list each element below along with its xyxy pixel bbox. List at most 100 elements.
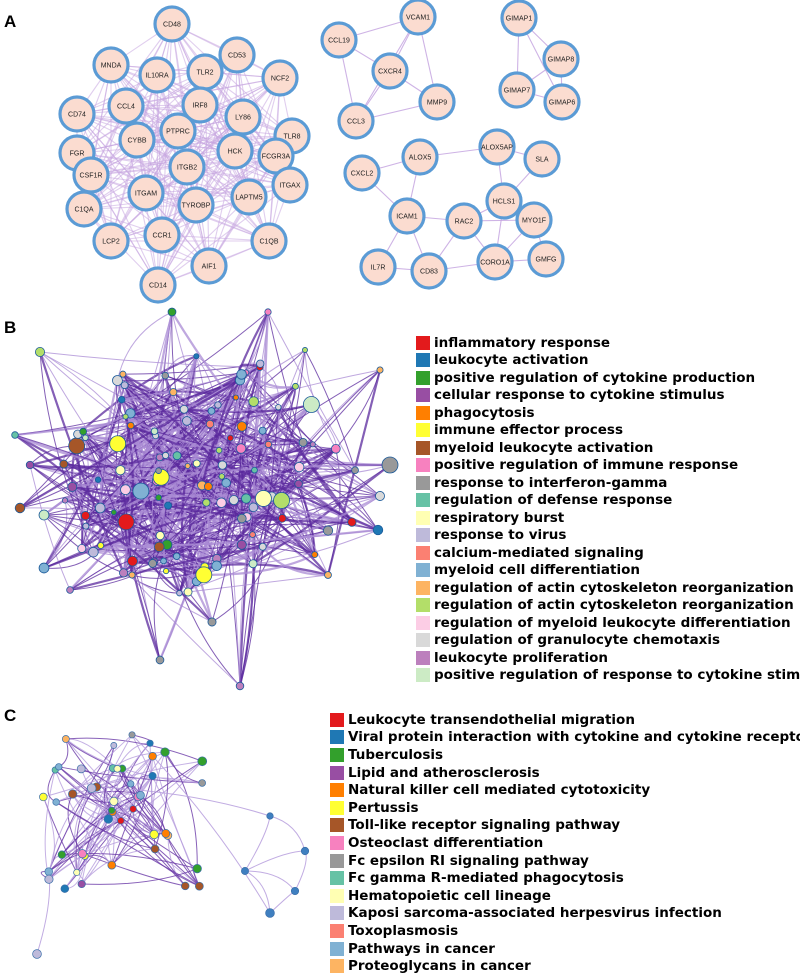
- panel-b-node: [331, 443, 341, 454]
- panel-b-node: [228, 495, 239, 506]
- panel-b-edge: [211, 410, 336, 450]
- panel-b-node: [211, 560, 222, 571]
- panel-a-node: CD14: [139, 266, 177, 304]
- panel-a-node-label: FGR: [70, 151, 85, 158]
- panel-b-legend-item: regulation of myeloid leukocyte differen…: [416, 614, 800, 632]
- panel-b-edge: [151, 311, 173, 564]
- panel-b-node: [309, 441, 316, 448]
- panel-b-edge: [80, 408, 185, 549]
- panel-b-legend-swatch: [416, 668, 430, 683]
- panel-b-network: [11, 307, 399, 691]
- panel-a-node: ALOX5: [401, 138, 439, 176]
- panel-b-legend-swatch: [416, 423, 430, 438]
- panel-b-node: [67, 481, 78, 492]
- panel-b-edge: [204, 495, 381, 568]
- panel-b-node: [255, 490, 272, 507]
- panel-a-node-label: ITGB2: [177, 165, 197, 172]
- panel-b-legend-label: cellular response to cytokine stimulus: [434, 387, 725, 404]
- panel-a-edge: [90, 150, 236, 176]
- panel-a-node-label: CD83: [420, 269, 438, 276]
- panel-a-edge: [110, 196, 250, 242]
- panel-a-node: CD83: [410, 252, 448, 290]
- panel-b-legend-swatch: [416, 493, 430, 508]
- panel-b-edge: [64, 495, 169, 507]
- panel-a-node-label: MYO1F: [522, 218, 546, 225]
- panel-b-legend-swatch: [416, 528, 430, 543]
- panel-c-node: [60, 884, 70, 893]
- panel-c-legend-swatch: [330, 765, 344, 780]
- panel-c-edge: [72, 793, 166, 834]
- panel-a-node-circle: [143, 216, 181, 254]
- panel-b-edge: [153, 560, 164, 661]
- panel-c-legend-label: Toxoplasmosis: [348, 922, 459, 939]
- panel-a-node-circle: [485, 182, 523, 220]
- panel-b-node: [14, 502, 26, 514]
- panel-b-node: [232, 394, 239, 401]
- panel-c-edge: [152, 756, 200, 887]
- panel-c-legend-label: Pathways in cancer: [348, 940, 495, 957]
- panel-b-legend-label: phagocytosis: [434, 404, 535, 421]
- panel-c-node: [73, 868, 81, 876]
- panel-a-node-label: CCL4: [117, 104, 135, 111]
- panel-b-edge: [239, 563, 256, 687]
- panel-b-node: [193, 353, 200, 360]
- panel-c-node: [44, 867, 53, 876]
- panel-b-legend-swatch: [416, 563, 430, 578]
- panel-b-node: [11, 431, 19, 439]
- panel-b-legend-item: inflammatory response: [416, 334, 800, 352]
- panel-c-legend-swatch: [330, 730, 344, 745]
- panel-b-edge: [252, 529, 379, 565]
- panel-c-node: [290, 886, 300, 896]
- panel-b-node: [227, 434, 234, 442]
- panel-b-edge: [166, 570, 183, 594]
- panel-a-edge: [199, 104, 270, 242]
- panel-a-node: ITGAX: [271, 166, 309, 204]
- panel-b-legend-item: cellular response to cytokine stimulus: [416, 387, 800, 405]
- panel-c-nodes: [32, 731, 310, 959]
- panel-a-edge: [76, 113, 236, 152]
- panel-b-legend-label: regulation of defense response: [434, 492, 673, 509]
- panel-a-node: ITGB2: [168, 148, 206, 186]
- panel-c-edge: [36, 871, 51, 955]
- panel-a-node-circle: [218, 36, 256, 74]
- panel-b-legend-item: response to virus: [416, 527, 800, 545]
- panel-a-node: CD74: [58, 95, 96, 133]
- panel-b-edge: [235, 397, 381, 497]
- panel-b-node: [132, 482, 150, 500]
- panel-a-node-circle: [168, 148, 206, 186]
- panel-b-legend-swatch: [416, 545, 430, 560]
- panel-a-node: SLA: [523, 140, 561, 178]
- panel-b-node: [248, 396, 259, 407]
- panel-a-node: MMP9: [418, 83, 456, 121]
- panel-a-node-label: CXCL2: [351, 171, 374, 178]
- panel-b-edge: [217, 311, 269, 406]
- panel-a-node: TYROBP: [177, 186, 215, 224]
- panel-a-node-circle: [92, 46, 130, 84]
- panel-a-node-circle: [418, 83, 456, 121]
- panel-c-edge: [81, 868, 198, 885]
- panel-b-edge: [205, 502, 242, 546]
- panel-b-node: [323, 525, 334, 536]
- panel-c-edge: [61, 775, 154, 856]
- panel-a-node-label: CORO1A: [480, 260, 510, 267]
- panel-b-edge: [173, 391, 379, 531]
- panel-a-node-circle: [399, 0, 437, 36]
- panel-b-node: [127, 421, 135, 430]
- panel-b-legend-label: response to virus: [434, 527, 567, 544]
- panel-c-legend-item: Hematopoietic cell lineage: [330, 887, 800, 905]
- panel-b-edge: [29, 464, 352, 523]
- panel-b-node: [273, 492, 290, 509]
- panel-b-edge: [43, 408, 185, 569]
- panel-a-node-circle: [261, 59, 299, 97]
- panel-b-edge: [121, 372, 247, 401]
- panel-c-node: [39, 792, 48, 802]
- panel-b-legend-label: positive regulation of response to cytok…: [434, 667, 800, 684]
- panel-a-node-label: IL10RA: [145, 73, 169, 80]
- panel-c-edge: [81, 768, 155, 835]
- panel-b-node: [179, 404, 189, 414]
- panel-a-node-label: IRF8: [192, 103, 207, 110]
- panel-c-legend-label: Kaposi sarcoma-associated herpesvirus in…: [348, 905, 722, 922]
- panel-b-edge: [122, 355, 198, 574]
- panel-b-edge: [259, 366, 280, 408]
- panel-a-node-circle: [527, 240, 565, 278]
